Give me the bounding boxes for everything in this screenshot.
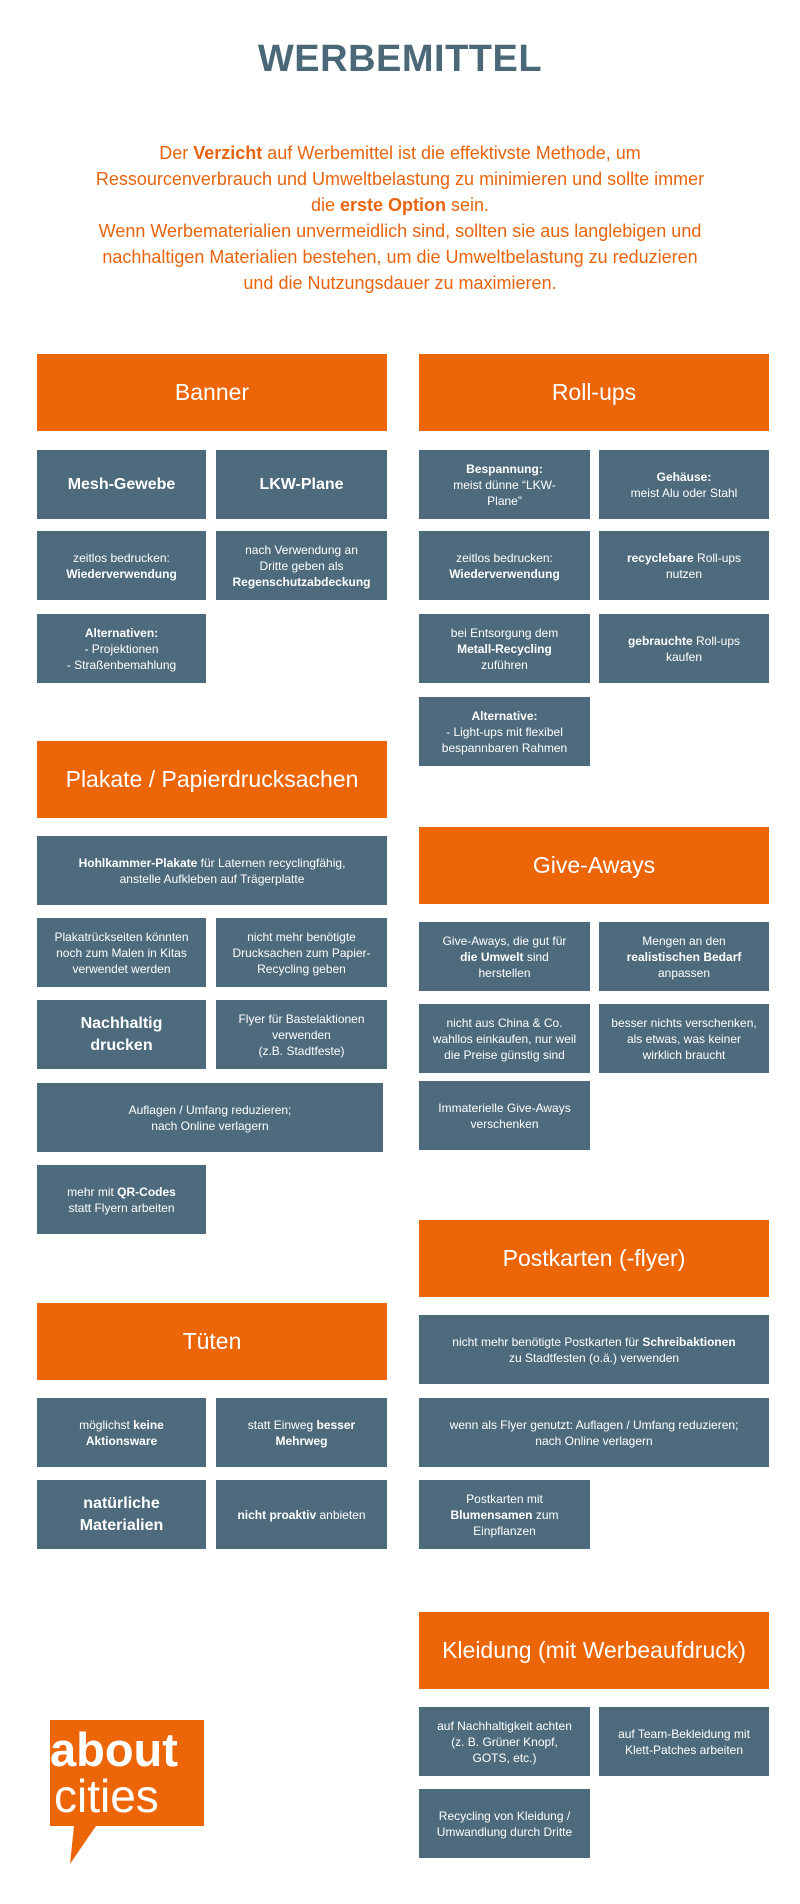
kleidung-recycling-card: Recycling von Kleidung /Umwandlung durch… (419, 1789, 590, 1858)
rollups-cover-card: Bespannung:meist dünne “LKW-Plane” (419, 450, 590, 519)
kleidung-sustainability-card: auf Nachhaltigkeit achten(z. B. Grüner K… (419, 1707, 590, 1776)
tueten-header: Tüten (37, 1303, 387, 1380)
rollups-case-card: Gehäuse:meist Alu oder Stahl (599, 450, 769, 519)
giveaways-nothing-card: besser nichts verschenken,als etwas, was… (599, 1004, 769, 1073)
tueten-proactive-card: nicht proaktiv anbieten (216, 1480, 387, 1549)
about-cities-logo: about cities (50, 1720, 204, 1864)
banner-lkw-card: LKW-Plane (216, 450, 387, 519)
plakate-header: Plakate / Papierdrucksachen (37, 741, 387, 818)
kleidung-header: Kleidung (mit Werbeaufdruck) (419, 1612, 769, 1689)
page-title: WERBEMITTEL (257, 38, 543, 80)
rollups-print-card: zeitlos bedrucken:Wiederverwendung (419, 531, 590, 600)
rollups-header: Roll-ups (419, 354, 769, 431)
banner-mesh-card: Mesh-Gewebe (37, 450, 206, 519)
postkarten-header: Postkarten (-flyer) (419, 1220, 769, 1297)
banner-alternatives-card: Alternativen:- Projektionen- Straßenbema… (37, 614, 206, 683)
banner-print-card: zeitlos bedrucken:Wiederverwendung (37, 531, 206, 600)
plakate-hohlkammer-card: Hohlkammer-Plakate für Laternen recyclin… (37, 836, 387, 905)
giveaways-header: Give-Aways (419, 827, 769, 904)
logo-text-about: about (50, 1723, 178, 1776)
giveaways-china-card: nicht aus China & Co.wahllos einkaufen, … (419, 1004, 590, 1073)
banner-header: Banner (37, 354, 387, 431)
plakate-reduce-card: Auflagen / Umfang reduzieren;nach Online… (37, 1083, 383, 1152)
intro-text: Der Verzicht auf Werbemittel ist die eff… (95, 143, 705, 293)
logo-text-cities: cities (54, 1770, 159, 1822)
postkarten-writing-card: nicht mehr benötigte Postkarten für Schr… (419, 1315, 769, 1384)
postkarten-flyer-card: wenn als Flyer genutzt: Auflagen / Umfan… (419, 1398, 769, 1467)
